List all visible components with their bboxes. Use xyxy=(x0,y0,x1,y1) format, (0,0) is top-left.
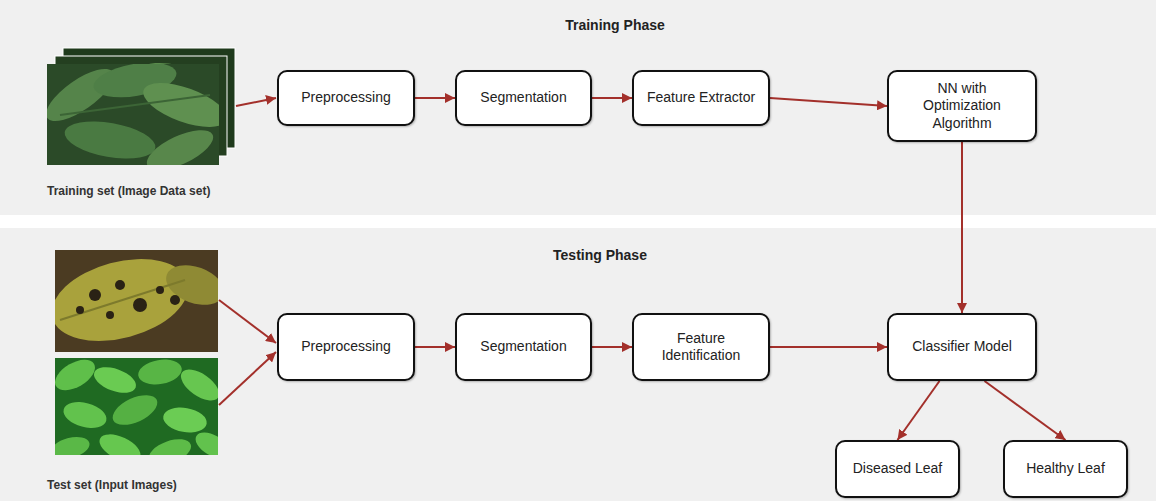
caption-text: Test set (Input Images) xyxy=(47,478,177,492)
healthy-leaf-photo xyxy=(55,358,218,455)
image-caption: Training set (Image Data set) xyxy=(47,181,210,199)
photo-back xyxy=(63,48,235,148)
flow-arrow xyxy=(961,142,963,313)
flow-arrow xyxy=(592,97,632,99)
flow-arrow xyxy=(415,346,455,348)
photo-middle xyxy=(55,56,227,156)
box-text: Preprocessing xyxy=(301,89,391,107)
diseased-leaf-photo xyxy=(55,250,218,352)
process-box: Feature Identification xyxy=(632,313,770,381)
process-box: Segmentation xyxy=(455,70,592,126)
process-box: Segmentation xyxy=(455,313,592,381)
flow-arrow xyxy=(770,98,887,106)
process-box: Feature Extractor xyxy=(632,70,770,126)
process-box: Diseased Leaf xyxy=(835,440,960,498)
flow-arrow xyxy=(985,381,1066,440)
image-caption: Test set (Input Images) xyxy=(47,475,177,493)
image-arrow xyxy=(219,352,276,405)
process-box: Preprocessing xyxy=(277,70,415,126)
box-text: NN with Optimization Algorithm xyxy=(897,80,1027,133)
box-text: Segmentation xyxy=(480,89,566,107)
process-box: Classifier Model xyxy=(887,313,1037,381)
band-title: Training Phase xyxy=(565,16,665,34)
phase-band: Testing PhasePreprocessing Segmentation Fe… xyxy=(0,228,1156,501)
photo-front xyxy=(47,64,219,165)
flow-arrow xyxy=(898,381,940,440)
band-title-text: Testing Phase xyxy=(553,247,647,263)
process-box: Healthy Leaf xyxy=(1003,440,1128,498)
process-box: NN with Optimization Algorithm xyxy=(887,70,1037,142)
box-text: Classifier Model xyxy=(912,338,1012,356)
image-arrow xyxy=(236,98,276,106)
caption-text: Training set (Image Data set) xyxy=(47,184,210,198)
box-text: Preprocessing xyxy=(301,338,391,356)
flow-arrow xyxy=(592,346,632,348)
band-title-text: Training Phase xyxy=(565,17,665,33)
box-text: Healthy Leaf xyxy=(1026,460,1105,478)
phase-band: Training PhasePreprocessing Segmentation F… xyxy=(0,0,1156,215)
box-text: Segmentation xyxy=(480,338,566,356)
image-arrow xyxy=(219,300,276,343)
band-title: Testing Phase xyxy=(553,246,647,264)
process-box: Preprocessing xyxy=(277,313,415,381)
flow-arrow xyxy=(415,97,455,99)
box-text: Feature Extractor xyxy=(647,89,755,107)
flow-arrow xyxy=(770,346,887,348)
box-text: Feature Identification xyxy=(642,330,760,365)
box-text: Diseased Leaf xyxy=(853,460,943,478)
